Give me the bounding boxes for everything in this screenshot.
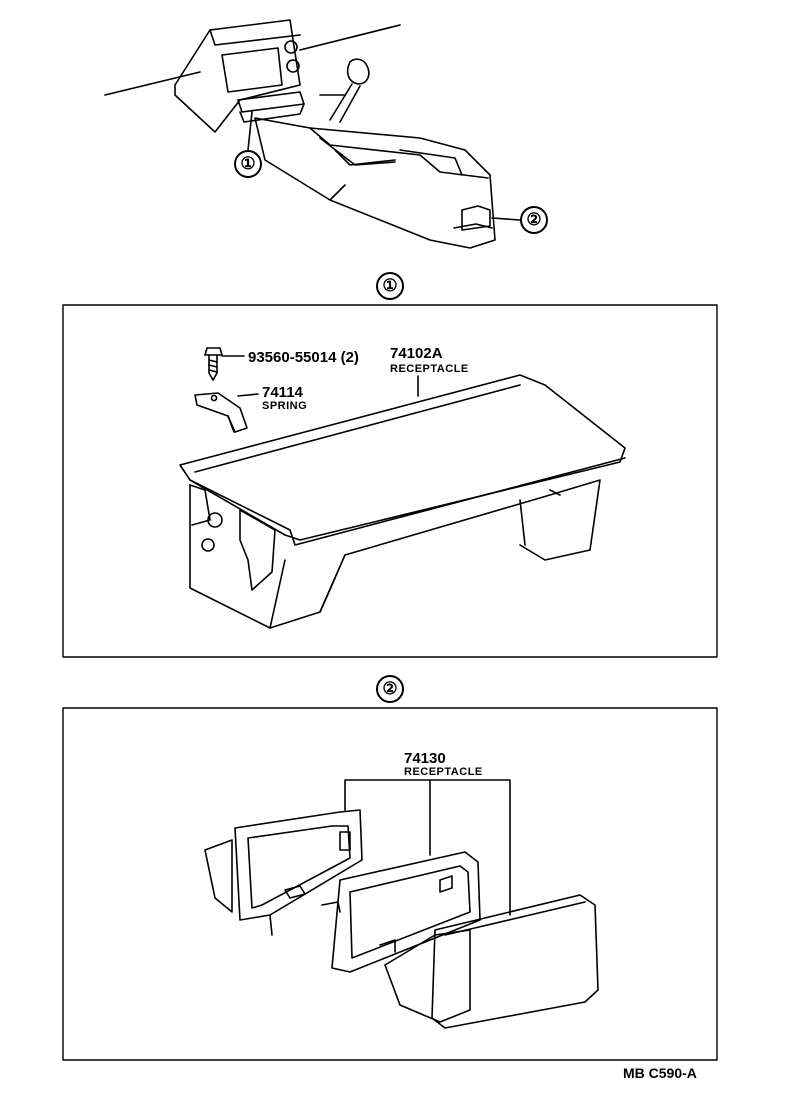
section-1-marker: ① xyxy=(376,272,404,300)
part-number-receptacle-74102a: 74102A xyxy=(390,345,443,362)
section-1-frame xyxy=(62,304,718,658)
screw-drawing xyxy=(204,347,245,381)
part-name-receptacle-74102a: RECEPTACLE xyxy=(390,363,469,375)
section-2-frame xyxy=(62,707,718,1061)
callout-1-overview-label: ① xyxy=(240,154,256,173)
part-name-spring: SPRING xyxy=(262,400,308,412)
console-overview xyxy=(104,19,521,249)
spring-drawing xyxy=(194,392,259,433)
receptacle-74102a-drawing xyxy=(179,374,626,629)
section-2-marker-label: ② xyxy=(382,679,398,698)
callout-1-overview: ① xyxy=(234,150,262,178)
section-2-marker: ② xyxy=(376,675,404,703)
part-name-receptacle-74130: RECEPTACLE xyxy=(404,766,483,778)
receptacle-74130-drawing xyxy=(204,779,599,1029)
callout-2-overview: ② xyxy=(520,206,548,234)
section-1-marker-label: ① xyxy=(382,276,398,295)
part-number-spring: 74114 xyxy=(262,384,303,401)
part-number-screw: 93560-55014 (2) xyxy=(248,349,359,366)
diagram-code: MB C590-A xyxy=(623,1065,697,1081)
part-number-receptacle-74130: 74130 xyxy=(404,750,446,767)
callout-2-overview-label: ② xyxy=(526,210,542,229)
